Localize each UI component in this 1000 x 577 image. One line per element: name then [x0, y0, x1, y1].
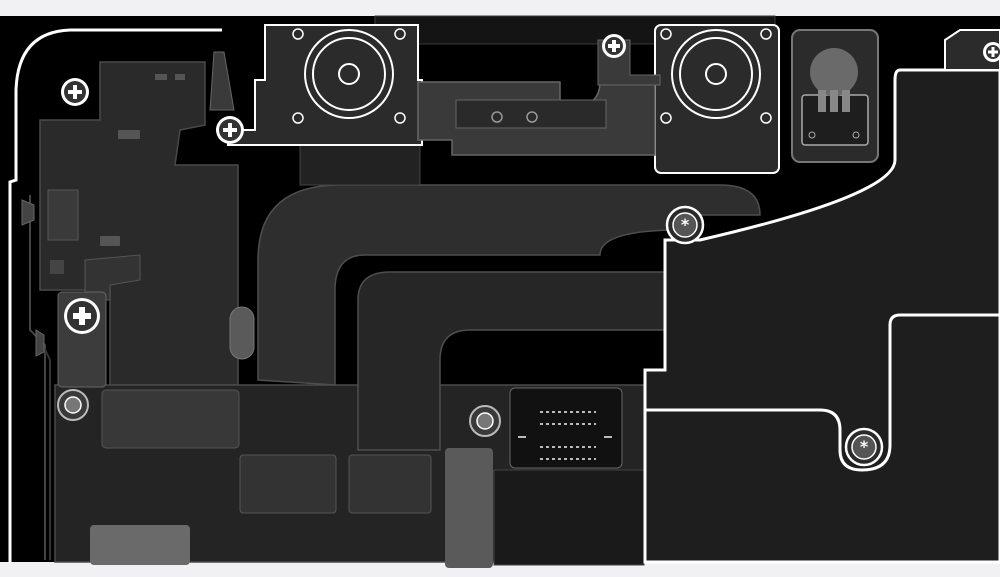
- standoff-icon: [469, 405, 501, 437]
- bracket-hole-a: [491, 111, 503, 123]
- torx-screw-icon: *: [844, 427, 884, 467]
- memory-chip: [101, 389, 240, 449]
- standoff-icon: [57, 389, 89, 421]
- speaker-icon: [671, 29, 761, 119]
- board-connector-left: [47, 189, 79, 241]
- board-chip-b: [155, 74, 167, 80]
- svg-text:*: *: [681, 215, 690, 234]
- flex-cable-branch: [299, 139, 421, 186]
- battery-module: [643, 68, 1000, 564]
- frame-clip-bottom: [35, 329, 45, 357]
- torx-screw-icon: *: [665, 205, 705, 245]
- board-chip-d: [100, 236, 120, 246]
- oval-pad: [229, 306, 255, 360]
- bracket-hole-b: [526, 111, 538, 123]
- board-chip-a: [118, 130, 140, 139]
- speaker-module-right: [654, 24, 780, 174]
- device-outline-left: [8, 28, 222, 562]
- bracket-slot: [455, 99, 607, 129]
- processor-chip: [90, 525, 190, 565]
- board-plate-b: [348, 454, 432, 514]
- cross-screw-icon: [216, 116, 244, 144]
- board-chip-c: [175, 74, 185, 80]
- cross-screw-icon: [64, 298, 100, 334]
- cross-screw-icon: [61, 78, 89, 106]
- speaker-module-left: [227, 24, 423, 146]
- cross-screw-icon: [602, 34, 626, 58]
- flex-cable-main: [257, 184, 761, 386]
- board-plate-a: [239, 454, 337, 514]
- speaker-icon: [304, 29, 394, 119]
- sensor-module: [791, 29, 879, 163]
- top-right-bracket: [944, 29, 1000, 71]
- battery-inner-cell: [645, 313, 1000, 472]
- svg-text:*: *: [860, 437, 869, 456]
- board-plate-c: [445, 448, 493, 568]
- board-chip-e: [50, 260, 64, 274]
- board-shield-right: [493, 469, 645, 566]
- connector-icon: [509, 387, 623, 469]
- frame-clip-top: [21, 199, 35, 226]
- cross-screw-icon: [983, 42, 1000, 62]
- antenna-bracket: [209, 51, 235, 111]
